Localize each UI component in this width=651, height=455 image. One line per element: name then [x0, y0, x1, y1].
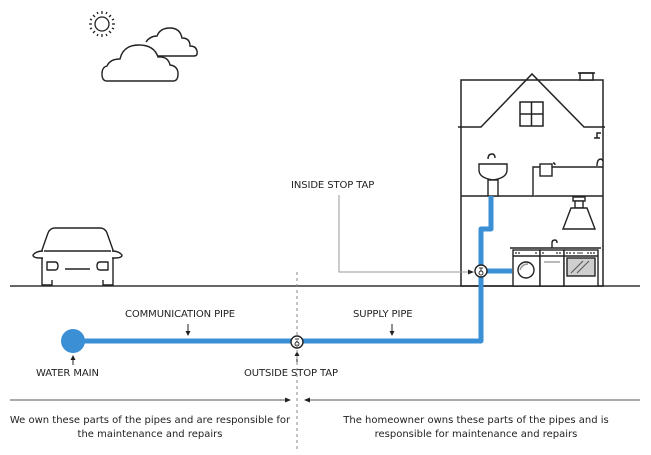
- ownership-right-note: The homeowner owns these parts of the pi…: [343, 415, 609, 440]
- water-main-arrow: [70, 355, 76, 365]
- inside-stop-tap-icon[interactable]: [474, 264, 488, 278]
- communication-pipe-label: COMMUNICATION PIPE: [125, 309, 236, 320]
- supply-pipe-arrow: [389, 324, 395, 336]
- supply-pipe: [296, 196, 494, 344]
- dishwasher-icon: [539, 239, 565, 287]
- washing-machine-icon: [512, 249, 541, 287]
- ownership-left-note: We own these parts of the pipes and are …: [9, 415, 291, 440]
- house-icon: [458, 72, 605, 287]
- outside-stop-tap-label: OUTSIDE STOP TAP: [244, 368, 338, 379]
- ownership-left-arrow: [10, 397, 291, 403]
- supply-pipe-label: SUPPLY PIPE: [353, 309, 413, 320]
- cloud-icon: [101, 27, 198, 82]
- inside-stop-tap-leader: [338, 195, 470, 273]
- water-main-icon: [61, 329, 85, 353]
- inside-stop-tap-label: INSIDE STOP TAP: [291, 180, 375, 191]
- arrow-head: [468, 269, 474, 275]
- bath-icon: [532, 158, 604, 196]
- oven-icon: [563, 249, 599, 287]
- communication-pipe-arrow: [185, 324, 191, 336]
- outside-stop-tap-icon[interactable]: [290, 335, 304, 349]
- sink-icon: [478, 153, 508, 197]
- car-icon: [32, 227, 123, 286]
- lamp-icon: [561, 196, 597, 230]
- ownership-right-arrow: [304, 397, 640, 403]
- appliances: [510, 239, 601, 287]
- water-main-label: WATER MAIN: [36, 368, 99, 379]
- sun-icon: [89, 11, 115, 37]
